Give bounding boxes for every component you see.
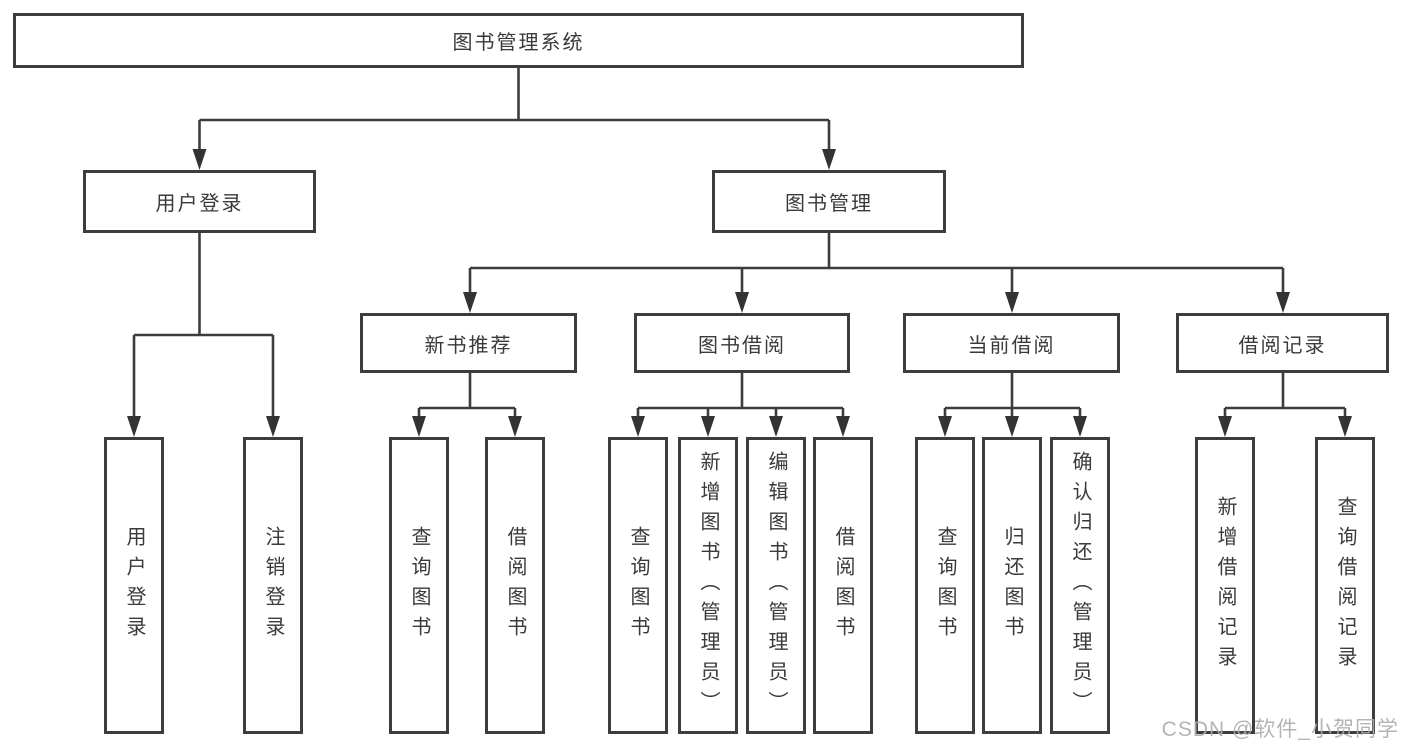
node-user-login: 用户登录 — [83, 170, 316, 233]
node-borrow-records-label: 借阅记录 — [1238, 334, 1327, 357]
node-book-borrowing: 图书借阅 — [634, 313, 850, 373]
arrow-down-icon — [508, 416, 522, 437]
leaf-logout: 注销登录 — [243, 437, 303, 734]
node-current-borrowing: 当前借阅 — [903, 313, 1120, 373]
leaf-query-books-borrow-label: 查询图书 — [627, 525, 649, 646]
leaf-query-borrow-record-label: 查询借阅记录 — [1334, 495, 1356, 676]
arrow-down-icon — [822, 149, 836, 170]
arrow-down-icon — [1005, 292, 1019, 313]
leaf-edit-book-admin: 编辑图书（管理员） — [746, 437, 806, 734]
connector-current-borrow-branch — [943, 373, 1082, 420]
leaf-add-book-admin-label: 新增图书（管理员） — [697, 450, 719, 721]
arrow-down-icon — [1073, 416, 1087, 437]
leaf-add-book-admin: 新增图书（管理员） — [678, 437, 738, 734]
leaf-query-books-rec: 查询图书 — [389, 437, 449, 734]
node-new-book-recommend: 新书推荐 — [360, 313, 577, 373]
arrow-down-icon — [769, 416, 783, 437]
leaf-borrow-books-rec: 借阅图书 — [485, 437, 545, 734]
leaf-return-books: 归还图书 — [982, 437, 1042, 734]
arrow-down-icon — [1338, 416, 1352, 437]
leaf-query-books-borrow: 查询图书 — [608, 437, 668, 734]
node-borrow-records: 借阅记录 — [1176, 313, 1389, 373]
node-library-system: 图书管理系统 — [13, 13, 1024, 68]
arrow-down-icon — [938, 416, 952, 437]
connector-user-login-branch — [132, 233, 275, 420]
leaf-query-borrow-record: 查询借阅记录 — [1315, 437, 1375, 734]
leaf-confirm-return-admin: 确认归还（管理员） — [1050, 437, 1110, 734]
arrow-down-icon — [1218, 416, 1232, 437]
leaf-borrow-books-label: 借阅图书 — [832, 525, 854, 646]
leaf-add-borrow-record-label: 新增借阅记录 — [1214, 495, 1236, 676]
connector-book-borrow-branch — [636, 373, 845, 420]
arrow-down-icon — [836, 416, 850, 437]
leaf-user-login: 用户登录 — [104, 437, 164, 734]
leaf-borrow-books-rec-label: 借阅图书 — [504, 525, 526, 646]
leaf-query-books-current: 查询图书 — [915, 437, 975, 734]
node-library-system-label: 图书管理系统 — [452, 32, 585, 54]
node-user-login-label: 用户登录 — [155, 193, 244, 215]
leaf-borrow-books: 借阅图书 — [813, 437, 873, 734]
leaf-add-borrow-record: 新增借阅记录 — [1195, 437, 1255, 734]
connector-borrow-record-branch — [1223, 373, 1347, 420]
leaf-user-login-label: 用户登录 — [123, 525, 145, 646]
arrow-down-icon — [631, 416, 645, 437]
arrow-down-icon — [192, 149, 207, 170]
connector-new-book-rec-branch — [417, 373, 517, 420]
leaf-return-books-label: 归还图书 — [1001, 525, 1023, 646]
leaf-edit-book-admin-label: 编辑图书（管理员） — [765, 450, 787, 721]
arrow-down-icon — [127, 416, 141, 437]
arrow-down-icon — [1005, 416, 1019, 437]
node-book-borrowing-label: 图书借阅 — [698, 334, 786, 357]
arrow-down-icon — [1276, 292, 1290, 313]
node-book-management-label: 图书管理 — [785, 193, 873, 215]
node-new-book-recommend-label: 新书推荐 — [424, 334, 513, 357]
connector-book-mgmt-branch — [468, 233, 1285, 296]
csdn-watermark: CSDN @软件_小贺同学 — [1161, 718, 1399, 741]
leaf-query-books-rec-label: 查询图书 — [408, 525, 430, 646]
arrow-down-icon — [463, 292, 477, 313]
arrow-down-icon — [735, 292, 749, 313]
leaf-logout-label: 注销登录 — [262, 525, 284, 646]
connector-root-to-level2 — [198, 68, 831, 153]
node-book-management: 图书管理 — [712, 170, 946, 233]
arrow-down-icon — [701, 416, 715, 437]
leaf-confirm-return-admin-label: 确认归还（管理员） — [1069, 450, 1091, 721]
arrow-down-icon — [266, 416, 280, 437]
leaf-query-books-current-label: 查询图书 — [934, 525, 956, 646]
node-current-borrowing-label: 当前借阅 — [967, 334, 1056, 357]
arrow-down-icon — [412, 416, 426, 437]
